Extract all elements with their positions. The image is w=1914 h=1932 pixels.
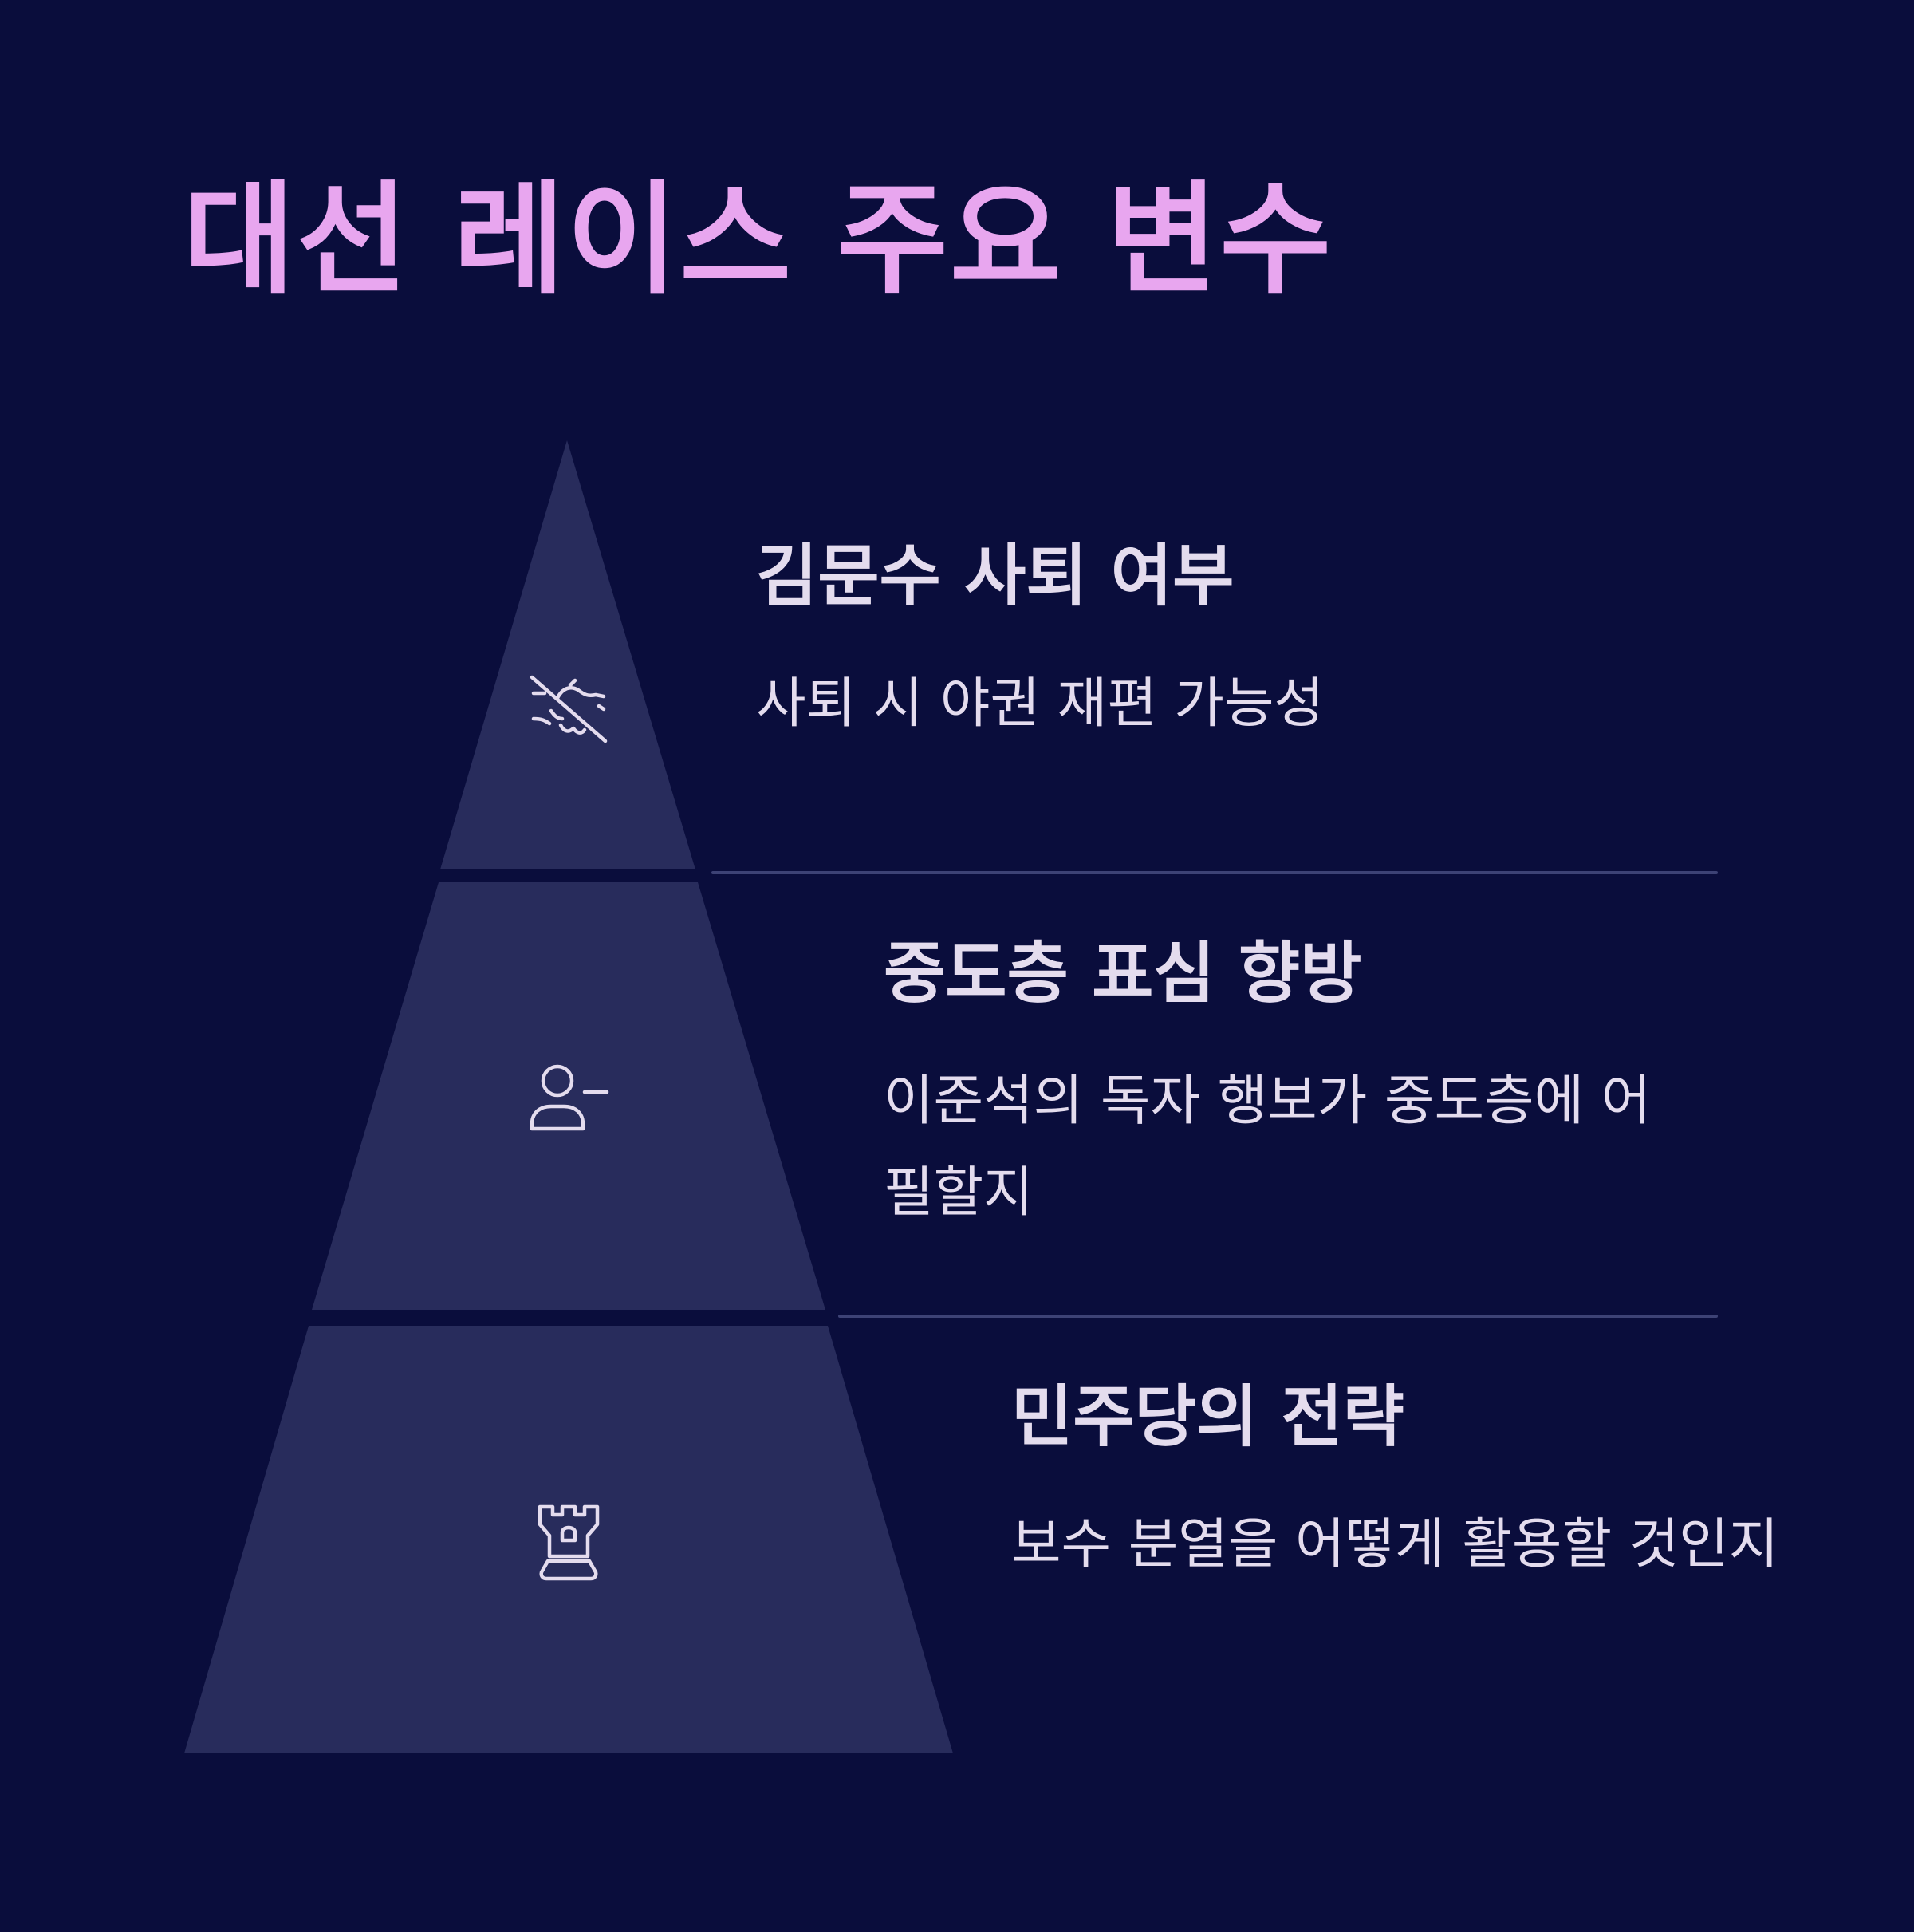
tier-3-title: 민주당의 전략 [1011, 1378, 1404, 1456]
tier-3-text: 민주당의 전략 보수 분열을 어떻게 활용할 것인지 [1011, 1377, 1793, 1591]
chess-rook-icon [538, 1504, 600, 1581]
hands-off-icon [530, 675, 608, 743]
tier-1-title: 김문수 사퇴 여부 [756, 537, 1235, 615]
tier-1-description: 사퇴 시 야권 재편 가능성 [756, 672, 1325, 735]
pyramid-tier-2 [312, 882, 825, 1310]
tier-2-description: 이준석의 독자 행보가 중도층에 어필할지 [884, 1069, 1652, 1225]
tier-2-text: 중도층 표심 향방 이준석의 독자 행보가 중도층에 어필할지 [884, 933, 1665, 1240]
page-title: 대선 레이스 주요 변수 [183, 169, 1333, 310]
tier-3-description: 보수 분열을 어떻게 활용할 것인지 [1011, 1512, 1779, 1576]
user-minus-icon [530, 1064, 609, 1131]
tier-1-text: 김문수 사퇴 여부 사퇴 시 야권 재편 가능성 [756, 536, 1538, 750]
tier-2-title: 중도층 표심 향방 [884, 934, 1362, 1012]
pyramid-tier-1 [440, 440, 695, 869]
